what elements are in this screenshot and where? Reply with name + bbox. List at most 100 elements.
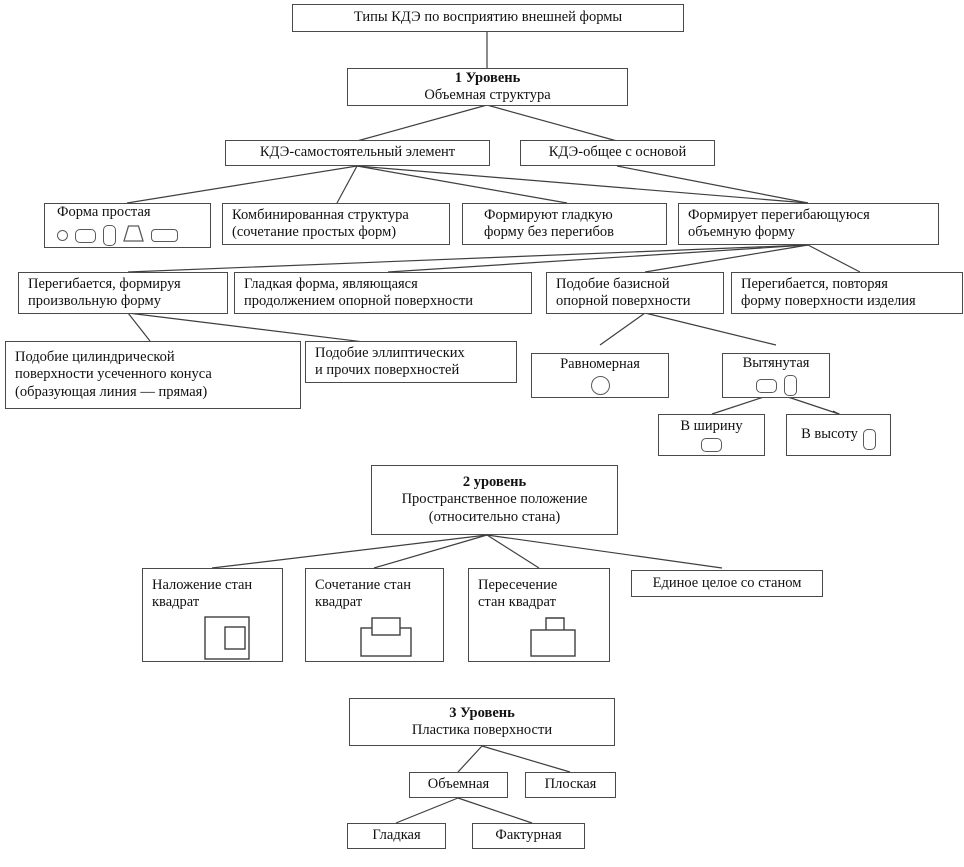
node-combination-line1: Сочетание стан [315,577,411,593]
node-overlay-line1: Наложение стан [152,577,253,593]
node-arbitrary-form[interactable]: Перегибается, формируя произвольную форм… [18,272,228,314]
node-uniform-label: Равномерная [560,355,640,372]
large-circle-icon [590,376,610,396]
node-smooth-continuation[interactable]: Гладкая форма, являющаяся продолжением о… [234,272,532,314]
edge-kdeind-combined [336,165,358,204]
node-flat[interactable]: Плоская [525,772,616,798]
simple-form-icon-row [57,224,178,247]
edge-level2-singlewhole [486,534,723,569]
node-level-2-subtitle-1: Пространственное положение [401,491,588,508]
node-intersection-mill-square[interactable]: Пересечение стан квадрат [468,568,610,662]
edge-basic-elongated [644,312,777,346]
node-basic-surface-line2: опорной поверхности [556,293,691,309]
node-level-2[interactable]: 2 уровень Пространственное положение (от… [371,465,618,535]
edge-flexing-basic [644,244,809,273]
edge-basic-uniform [599,312,646,346]
node-root-label: Типы КДЭ по восприятию внешней формы [353,9,623,26]
node-overlay-line2: квадрат [152,594,200,611]
wide-capsule-icon [151,229,178,243]
edge-flexing-repeat [807,244,861,273]
horizontal-capsule-icon [701,438,722,453]
edge-level2-intersection [486,534,540,569]
node-smooth-surface-label: Гладкая [372,827,421,844]
node-kde-common-label: КДЭ-общее с основой [548,144,687,161]
node-cylindrical-cone-line2: поверхности усеченного конуса [15,366,212,383]
circle-icon [57,230,68,242]
node-level-3[interactable]: 3 Уровень Пластика поверхности [349,698,615,746]
node-combination-line2: квадрат [315,594,363,611]
node-flat-label: Плоская [544,776,597,793]
edge-flexing-smoothcont [387,244,809,273]
node-cylindrical-cone[interactable]: Подобие цилиндрической поверхности усече… [5,341,301,409]
node-repeat-product-surface[interactable]: Перегибается, повторяя форму поверхности… [731,272,963,314]
node-elliptic-surfaces[interactable]: Подобие эллиптических и прочих поверхнос… [305,341,517,383]
edge-arbitrary-cylcone [127,312,151,342]
edge-flexing-arbitrary [127,244,809,273]
node-cylindrical-cone-line3: (образующая линия — прямая) [15,383,208,400]
node-overlay-mill-square[interactable]: Наложение стан квадрат [142,568,283,662]
uniform-icon-row [590,376,610,396]
node-in-height-label: В высоту [801,426,858,443]
node-intersection-line1: Пересечение [478,577,558,593]
node-simple-form[interactable]: Форма простая [44,203,211,248]
node-combined-line2: (сочетание простых форм) [232,224,397,240]
node-root[interactable]: Типы КДЭ по восприятию внешней формы [292,4,684,32]
edge-kdeind-smooth [356,165,568,204]
node-kde-common[interactable]: КДЭ-общее с основой [520,140,715,166]
node-combined-line1: Комбинированная структура [232,206,409,223]
node-arbitrary-form-line1: Перегибается, формируя [28,275,181,292]
edge-kdecommon-flexing [616,165,809,204]
node-elongated[interactable]: Вытянутая [722,353,830,398]
node-forms-flexing[interactable]: Формирует перегибающуюся объемную форму [678,203,939,245]
node-forms-flexing-line2: объемную форму [688,224,795,240]
edge-level1-kde-common [486,104,618,142]
node-forms-flexing-line1: Формирует перегибающуюся [688,206,870,223]
vertical-capsule-icon [103,225,116,247]
vertical-capsule-icon [862,429,876,450]
node-elliptic-line2: и прочих поверхностей [315,362,460,378]
edge-kdeind-simple [126,165,358,204]
node-kde-independent-label: КДЭ-самостоятельный элемент [259,144,456,161]
node-level-2-subtitle-2: (относительно стана) [428,508,561,525]
rectangle-straddling-rectangle-icon [357,616,415,658]
node-in-width-label: В ширину [680,417,743,434]
node-simple-form-label: Форма простая [57,204,151,221]
node-smooth-continuation-line2: продолжением опорной поверхности [244,293,474,309]
node-single-whole-label: Единое целое со станом [652,574,802,591]
edge-level3-volumetric [457,745,483,773]
node-combination-mill-square[interactable]: Сочетание стан квадрат [305,568,444,662]
node-in-width[interactable]: В ширину [658,414,765,456]
edge-level3-flat [481,745,571,773]
node-volumetric[interactable]: Объемная [409,772,508,798]
node-textured-surface-label: Фактурная [495,827,562,844]
node-elongated-label: Вытянутая [742,354,810,371]
node-volumetric-label: Объемная [427,776,490,793]
node-kde-independent[interactable]: КДЭ-самостоятельный элемент [225,140,490,166]
trapezoid-icon [123,224,144,247]
edge-volumetric-textured [457,797,533,824]
node-basic-surface-similarity[interactable]: Подобие базисной опорной поверхности [546,272,724,314]
edge-volumetric-smooth [395,797,459,824]
node-level-1[interactable]: 1 Уровень Объемная структура [347,68,628,106]
node-in-height[interactable]: В высоту [786,414,891,456]
node-level-2-title: 2 уровень [462,474,527,491]
node-elliptic-line1: Подобие эллиптических [315,344,465,361]
node-level-3-subtitle: Пластика поверхности [411,722,553,738]
node-level-1-subtitle: Объемная структура [424,87,551,103]
node-smooth-no-flex[interactable]: Формируют гладкую форму без перегибов [462,203,667,245]
node-repeat-product-line2: форму поверхности изделия [741,293,916,309]
node-smooth-continuation-line1: Гладкая форма, являющаяся [244,275,418,292]
edge-level2-combination [373,534,488,569]
node-combined-structure[interactable]: Комбинированная структура (сочетание про… [222,203,450,245]
node-textured-surface[interactable]: Фактурная [472,823,585,849]
node-level-1-title: 1 Уровень [454,69,521,86]
node-cylindrical-cone-line1: Подобие цилиндрической [15,349,175,366]
elongated-icon-row [755,375,797,397]
node-uniform[interactable]: Равномерная [531,353,669,398]
node-level-3-title: 3 Уровень [449,704,515,721]
node-single-whole-with-mill[interactable]: Единое целое со станом [631,570,823,597]
node-smooth-surface[interactable]: Гладкая [347,823,446,849]
vertical-capsule-icon [783,375,797,397]
horizontal-capsule-icon [755,378,777,393]
